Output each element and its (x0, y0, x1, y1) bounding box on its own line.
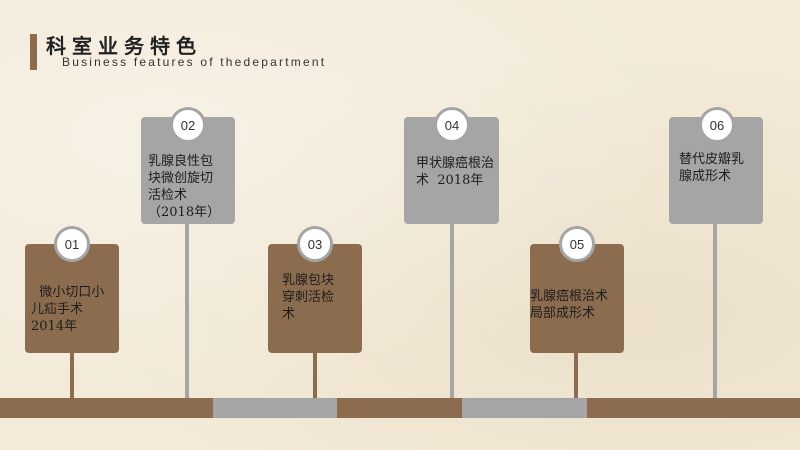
timeline-card-text: 乳腺良性包 块微创旋切 活检术 （2018年） (148, 154, 221, 220)
timeline-segment-3 (337, 398, 462, 418)
timeline-pole-02 (185, 223, 189, 398)
timeline-card-03[interactable]: 乳腺包块 穿刺活检 术 (268, 244, 362, 353)
timeline-pole-04 (450, 223, 454, 398)
timeline-card-01[interactable]: 微小切口小 儿疝手术 2014年 (25, 244, 119, 353)
page-title: 科室业务特色 (46, 34, 202, 58)
timeline-number-badge-06: 06 (699, 107, 735, 143)
timeline-segment-1 (0, 398, 213, 418)
page-subtitle: Business features of thedepartment (62, 55, 327, 69)
timeline-number-badge-04: 04 (434, 107, 470, 143)
timeline-pole-05 (574, 352, 578, 398)
timeline-card-text: 替代皮瓣乳 腺成形术 (679, 152, 745, 184)
timeline-number-badge-05: 05 (559, 226, 595, 262)
timeline-segment-2 (213, 398, 337, 418)
title-accent-bar (30, 34, 37, 70)
timeline-card-text: 微小切口小 儿疝手术 2014年 (31, 285, 105, 334)
timeline-pole-06 (713, 223, 717, 398)
timeline-pole-03 (313, 352, 317, 398)
timeline-card-text: 甲状腺癌根治 术 2018年 (416, 156, 495, 188)
timeline-number-badge-02: 02 (170, 107, 206, 143)
timeline-number-badge-03: 03 (297, 226, 333, 262)
timeline-pole-01 (70, 352, 74, 398)
timeline-number-badge-01: 01 (54, 226, 90, 262)
timeline-segment-4 (462, 398, 587, 418)
timeline-card-text: 乳腺包块 穿刺活检 术 (282, 273, 335, 322)
timeline-card-05[interactable]: 乳腺癌根治术 局部成形术 (530, 244, 624, 353)
timeline-segment-5 (587, 398, 800, 418)
timeline-card-text: 乳腺癌根治术 局部成形术 (530, 289, 609, 321)
